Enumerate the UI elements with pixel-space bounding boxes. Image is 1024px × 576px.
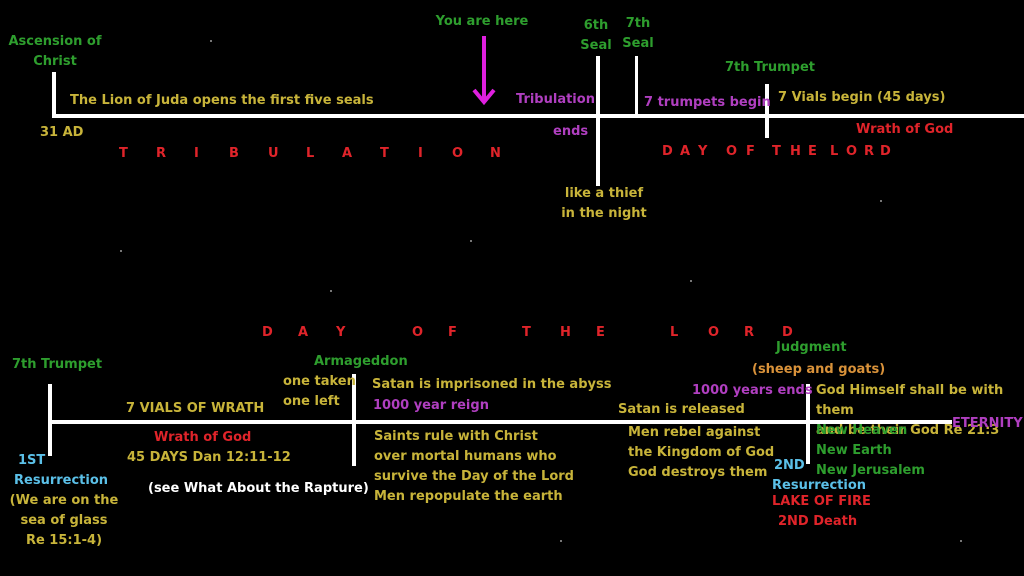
label-wrath-top: Wrath of God (856, 122, 954, 137)
label-seventh-trumpet-top: 7th Trumpet (724, 60, 816, 75)
bottom-tick-judgment (806, 384, 810, 464)
label-seven-vials: 7 Vials begin (45 days) (778, 90, 946, 105)
dol-top-letter: D (662, 144, 673, 159)
label-seventh-seal: 7th Seal (622, 16, 654, 51)
dol-top-letter: Y (698, 144, 708, 159)
dol-top-letter: F (746, 144, 755, 159)
label-judgment: Judgment (776, 340, 847, 355)
dol-bottom-letter: E (596, 325, 605, 340)
you-are-here-arrow (472, 36, 496, 106)
label-rapture: (see What About the Rapture) (148, 481, 369, 496)
star (690, 280, 692, 282)
dol-bottom-letter: D (262, 325, 273, 340)
dol-top-letter: R (864, 144, 875, 159)
label-second-death: 2ND Death (778, 514, 858, 529)
star (960, 540, 962, 542)
tribulation-letter: O (452, 146, 464, 161)
dol-bottom-letter: H (560, 325, 571, 340)
label-one-taken: one taken one left (283, 374, 356, 409)
label-second-res-a: 2ND (774, 458, 805, 473)
label-seventh-trumpet-bottom: 7th Trumpet (12, 357, 103, 372)
star (120, 250, 122, 252)
label-men-rebel: Men rebel against the Kingdom of God God… (628, 425, 775, 480)
top-tick-seventh-seal (635, 56, 638, 116)
star (470, 240, 472, 242)
dol-top-letter: D (880, 144, 891, 159)
label-second-res-b: Resurrection (772, 478, 867, 493)
dol-bottom-letter: D (782, 325, 793, 340)
top-tick-ascension (52, 72, 56, 116)
dol-top-letter: E (808, 144, 817, 159)
label-ascension: Ascension of Christ (8, 34, 102, 69)
dol-bottom-letter: T (522, 325, 531, 340)
top-tick-seventh-trumpet (765, 84, 769, 138)
label-thief: like a thief in the night (561, 186, 647, 221)
dol-bottom-letter: Y (336, 325, 346, 340)
label-31ad: 31 AD (40, 125, 84, 140)
dol-top-letter: L (830, 144, 839, 159)
label-eternity: ETERNITY (952, 416, 1023, 431)
tribulation-letter: T (380, 146, 389, 161)
dol-top-letter: T (772, 144, 781, 159)
label-you-are-here: You are here (435, 14, 529, 29)
label-seven-trumpets: 7 trumpets begin (644, 95, 771, 110)
dol-top-letter: O (726, 144, 738, 159)
dol-top-letter: A (680, 144, 691, 159)
label-satan-imprisoned: Satan is imprisoned in the abyss (372, 377, 612, 392)
star (330, 290, 332, 292)
top-timeline-line (52, 114, 1024, 118)
label-45-days: 45 DAYS Dan 12:11-12 (127, 450, 291, 465)
star (560, 540, 562, 542)
tribulation-letter: N (490, 146, 501, 161)
dol-top-letter: H (790, 144, 801, 159)
label-lion-seals: The Lion of Juda opens the first five se… (70, 93, 374, 108)
label-armageddon: Armageddon (314, 354, 408, 369)
tribulation-letter: R (156, 146, 167, 161)
label-sixth-seal: 6th Seal (580, 18, 612, 53)
label-first-res-a: 1ST (18, 453, 46, 468)
bottom-tick-armageddon (352, 374, 356, 466)
dol-bottom-letter: A (298, 325, 309, 340)
label-tribulation-ends-a: Tribulation (516, 92, 595, 107)
dol-top-letter: O (846, 144, 858, 159)
star (210, 40, 212, 42)
label-new-things: New Heaven New Earth New Jerusalem (816, 423, 925, 478)
arrow-head (472, 88, 496, 106)
dol-bottom-letter: L (670, 325, 679, 340)
label-wrath-bottom: Wrath of God (154, 430, 252, 445)
dol-bottom-letter: F (448, 325, 457, 340)
tribulation-letter: U (268, 146, 279, 161)
tribulation-letter: A (342, 146, 353, 161)
label-reign: 1000 year reign (373, 398, 489, 413)
label-sea-of-glass: (We are on the sea of glass Re 15:1-4) (9, 493, 119, 548)
top-tick-sixth-seal (596, 56, 600, 186)
dol-bottom-letter: R (744, 325, 755, 340)
label-saints-rule: Saints rule with Christ over mortal huma… (374, 429, 574, 504)
label-satan-released: Satan is released (618, 402, 745, 417)
tribulation-letter: B (229, 146, 239, 161)
label-god-himself: God Himself shall be with them and be th… (816, 383, 1004, 438)
label-sheep-goats: (sheep and goats) (752, 362, 886, 377)
dol-bottom-letter: O (412, 325, 424, 340)
label-thousand-ends: 1000 years ends (692, 383, 813, 398)
dol-bottom-letter: O (708, 325, 720, 340)
tribulation-letter: L (306, 146, 315, 161)
bottom-timeline-line (48, 420, 952, 424)
label-lake-of-fire: LAKE OF FIRE (772, 494, 871, 509)
label-vials-of-wrath: 7 VIALS OF WRATH (126, 401, 265, 416)
label-first-res-b: Resurrection (14, 473, 109, 488)
tribulation-letter: T (119, 146, 128, 161)
star (880, 200, 882, 202)
tribulation-letter: I (418, 146, 423, 161)
tribulation-letter: I (194, 146, 199, 161)
label-tribulation-ends-b: ends (553, 124, 589, 139)
bottom-tick-seventh-trumpet (48, 384, 52, 456)
